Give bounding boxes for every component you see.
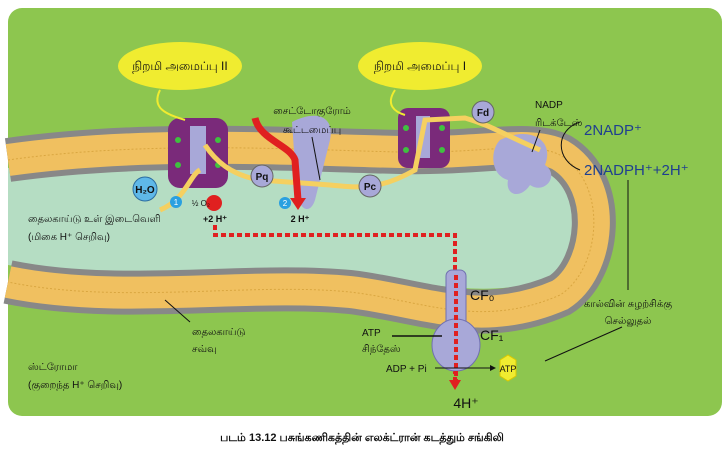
cytochrome-complex [292,115,331,210]
atp-synthase [431,269,481,380]
membrane-label-2: சவ்வு [192,344,217,355]
calvin-cycle-label-1: கால்வின் சுழற்சிக்கு [584,299,672,311]
lumen-label-2: (மிகை H⁺ செறிவு) [28,232,110,243]
nadp-label: 2NADP⁺ [584,122,642,139]
water-molecule [132,176,158,202]
step-2-badge [279,197,291,209]
h2o-label: H₂O [135,185,155,196]
photosystem-ii [168,118,228,188]
photosystem-ii-label: நிறமி அமைப்பு II [132,59,227,73]
cytochrome-label-2: கூட்டமைப்பு [283,125,341,136]
photosystem-ii-callout [118,42,242,90]
nadph-label: 2NADPH⁺+2H⁺ [584,162,689,179]
step-1-badge [170,196,182,208]
membrane-label-1: தைலகாய்டு [192,327,245,338]
h-plus-label-2: 2 H⁺ [291,214,310,224]
cf1-label: CF₁ [480,327,504,343]
4h-plus-label: 4H⁺ [453,395,478,411]
nadp-reductase-label-2: ரிடக்டேஸ் [535,118,583,129]
atp-synthase-label-1: ATP [362,328,381,339]
oxygen-molecule [206,195,222,211]
step-1-label: 1 [174,198,179,207]
adp-pi-label: ADP + Pi [386,364,427,375]
cf0-label: CF₀ [470,287,495,303]
pc-label: Pc [364,182,377,193]
plastocyanin [358,174,382,198]
step-2-label: 2 [283,199,288,208]
calvin-cycle-label-2: செல்லுதல் [605,316,652,327]
plastoquinone [250,164,274,188]
pq-label: Pq [256,172,269,183]
nadp-reductase-label-1: NADP [535,100,563,111]
figure-caption: படம் 13.12 பசுங்கணிகத்தின் எலக்ட்ரான் கட… [220,431,504,445]
o2-label: ½ O₂ [192,199,210,208]
cytochrome-label-1: சைட்டோகுரோம் [273,106,351,118]
fd-label: Fd [477,108,489,119]
h-plus-label-1: +2 H⁺ [203,214,227,224]
proton-pump-arrow [251,116,302,201]
ferredoxin [471,100,495,124]
lumen-label-1: தைலகாய்டு உள் இடைவெளி [28,214,161,225]
atp-molecule [499,354,517,382]
nadp-reaction-arrow [560,121,581,171]
atp-synthase-label-2: சிந்தேஸ் [362,344,401,355]
stroma-label-2: (குறைந்த H⁺ செறிவு) [28,380,122,392]
atp-label: ATP [500,364,517,374]
stroma-label-1: ஸ்ட்ரோமா [28,362,78,373]
photosystem-i-callout [358,42,482,90]
photosystem-i-label: நிறமி அமைப்பு I [374,59,466,73]
